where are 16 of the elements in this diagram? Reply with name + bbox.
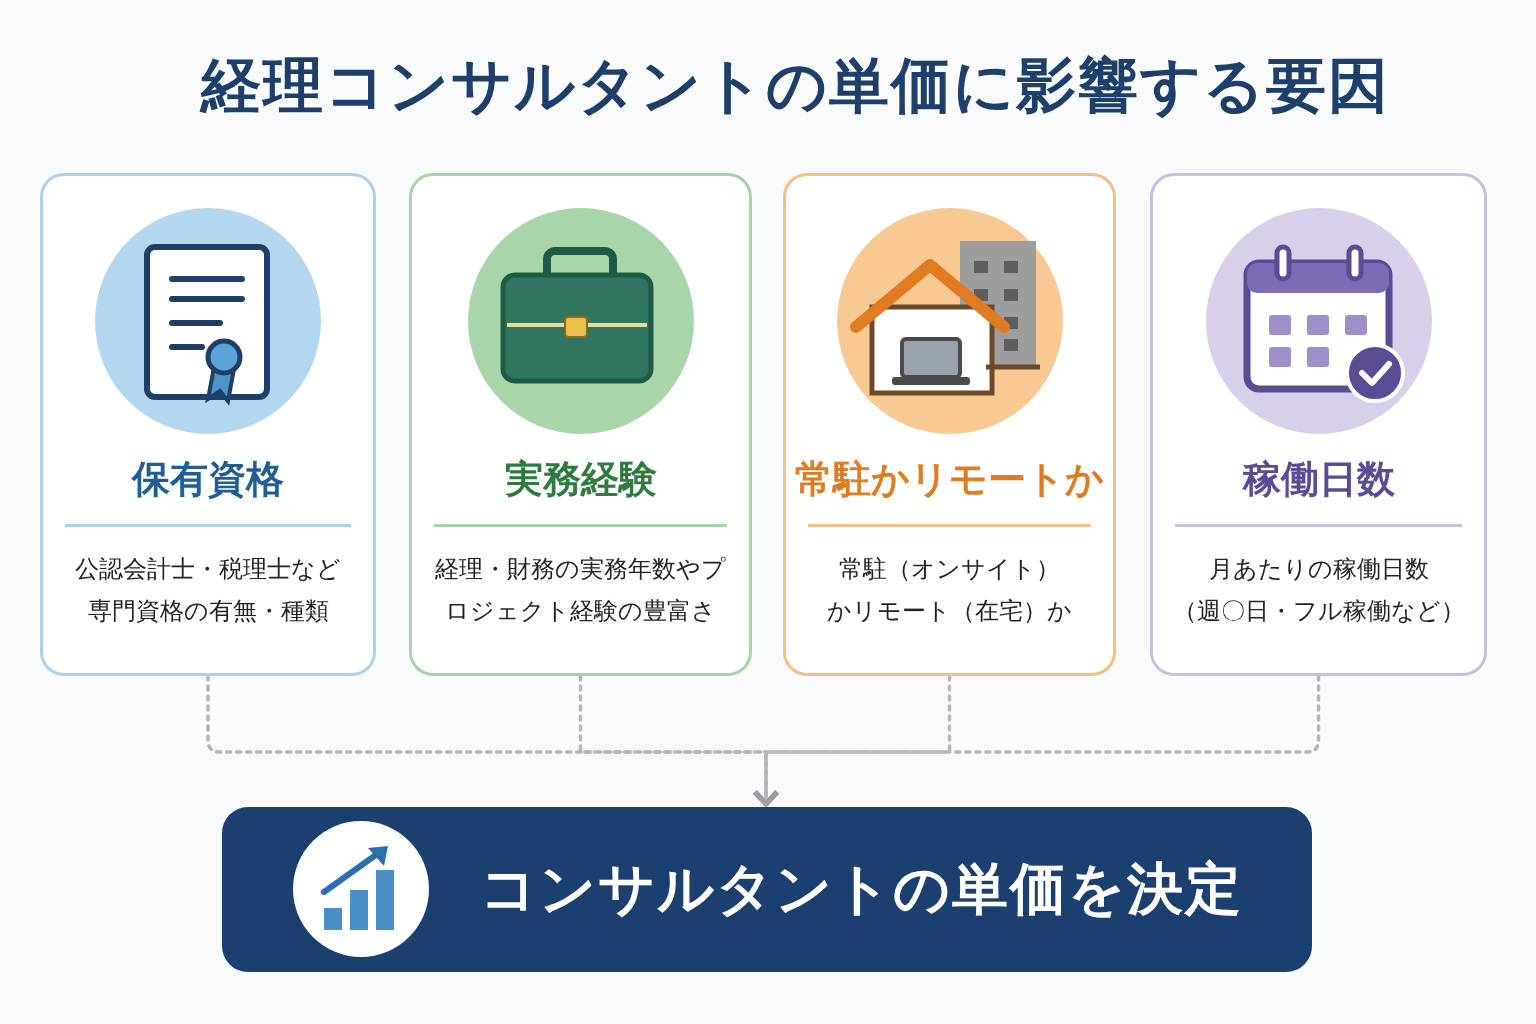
result-text: コンサルタントの単価を決定 (480, 855, 1243, 923)
factor-description: 常駐（オンサイト）かリモート（在宅）か (826, 554, 1073, 627)
factor-description: 公認会計士・税理士など専門資格の有無・種類 (74, 554, 342, 627)
factor-card (1150, 173, 1487, 676)
factor-card (40, 173, 376, 676)
result-banner (222, 807, 1312, 972)
factor-description: 月あたりの稼働日数（週〇日・フル稼働など） (1171, 554, 1466, 627)
factor-heading: 保有資格 (130, 456, 285, 503)
factor-heading: 実務経験 (503, 456, 658, 503)
factor-card (783, 173, 1116, 676)
connector-arrow (752, 674, 1321, 807)
factor-description: 経理・財務の実務年数やプロジェクト経験の豊富さ (434, 554, 727, 627)
factor-heading: 常駐かリモートか (794, 456, 1105, 503)
factor-card (409, 173, 752, 676)
factor-heading: 稼働日数 (1241, 456, 1396, 503)
title: 経理コンサルタントの単価に影響する要因 (198, 49, 1391, 122)
